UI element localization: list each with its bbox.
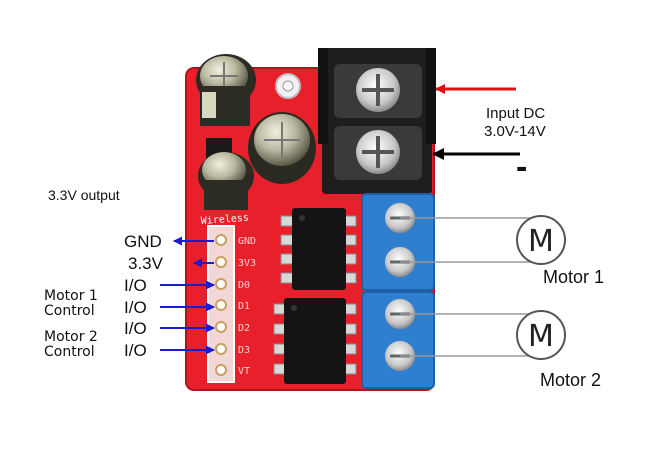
motor1-symbol-label: M [528, 224, 554, 259]
capacitor-small [196, 54, 256, 126]
silk-pin-0: GND [238, 236, 256, 247]
motor2-control-label-a: Motor 2 [44, 329, 98, 345]
silk-pin-5: D3 [238, 345, 250, 356]
output-33-label: 3.3V output [48, 187, 120, 203]
motor2-symbol-label: M [528, 319, 554, 354]
driver-chip-1 [280, 208, 357, 290]
motor1-label: Motor 1 [543, 267, 605, 287]
silk-pin-3: D1 [238, 301, 250, 312]
driver-chip-2 [273, 298, 357, 384]
motor2-terminal [361, 291, 435, 389]
capacitor-large [248, 112, 316, 184]
v33-label: 3.3V [128, 254, 163, 273]
silk-pin-4: D2 [238, 323, 250, 334]
motor1-symbol [516, 215, 566, 265]
motor1-terminal [361, 193, 435, 291]
motor1-control-label-a: Motor 1 [44, 288, 98, 304]
motor2-symbol [516, 310, 566, 360]
motor2-label: Motor 2 [540, 370, 602, 390]
power-terminal-block [318, 48, 436, 194]
motor2-control-label-b: Control [44, 344, 95, 360]
input-dc-label: Input DC [486, 105, 546, 122]
silk-pin-1: 3V3 [238, 258, 256, 269]
silk-header: Wireless [200, 213, 249, 227]
silk-pin-6: VT [238, 366, 250, 377]
gnd-label: GND [124, 232, 162, 251]
io4-label: I/O [124, 341, 147, 360]
input-dc-range: 3.0V-14V [484, 123, 546, 140]
capacitor-bottom [198, 152, 254, 210]
silk-pin-2: D0 [238, 280, 250, 291]
motor1-control-label-b: Control [44, 303, 95, 319]
minus-sign: - [516, 148, 528, 186]
io1-label: I/O [124, 276, 147, 295]
pin-header [207, 225, 235, 383]
io2-label: I/O [124, 298, 147, 317]
io3-label: I/O [124, 319, 147, 338]
